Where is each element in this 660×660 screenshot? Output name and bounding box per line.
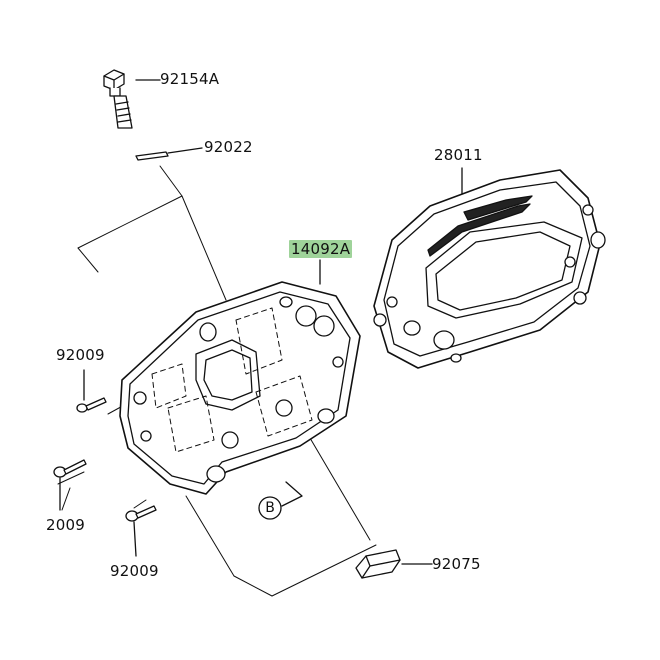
callout-screw-upper-left[interactable]: 92009 bbox=[56, 346, 105, 364]
washer-part bbox=[135, 151, 169, 161]
callout-washer[interactable]: 92022 bbox=[204, 138, 253, 156]
meter-case-part bbox=[119, 281, 361, 495]
callout-screw-lower[interactable]: 92009 bbox=[110, 562, 159, 580]
callout-case-highlighted[interactable]: 14092A bbox=[289, 240, 353, 258]
screw-upper-left-part bbox=[76, 397, 107, 413]
callout-grommet[interactable]: 92075 bbox=[432, 555, 481, 573]
bolt-part bbox=[103, 69, 133, 129]
callout-screw-mid-left[interactable]: 2009 bbox=[46, 516, 85, 534]
projection-lines bbox=[57, 165, 377, 597]
callout-bolt[interactable]: 92154A bbox=[160, 70, 220, 88]
grommet-part bbox=[355, 549, 401, 579]
meter-assembly-part bbox=[373, 169, 606, 369]
reference-circle bbox=[258, 496, 282, 520]
reference-mark-label: B bbox=[265, 500, 275, 516]
leader-screw-lower bbox=[133, 521, 137, 557]
callout-meter-assembly[interactable]: 28011 bbox=[434, 146, 483, 164]
screw-lower-part bbox=[125, 505, 157, 522]
screw-mid-left-part bbox=[53, 459, 87, 478]
leader-washer bbox=[167, 147, 203, 154]
leader-reference bbox=[281, 481, 303, 507]
